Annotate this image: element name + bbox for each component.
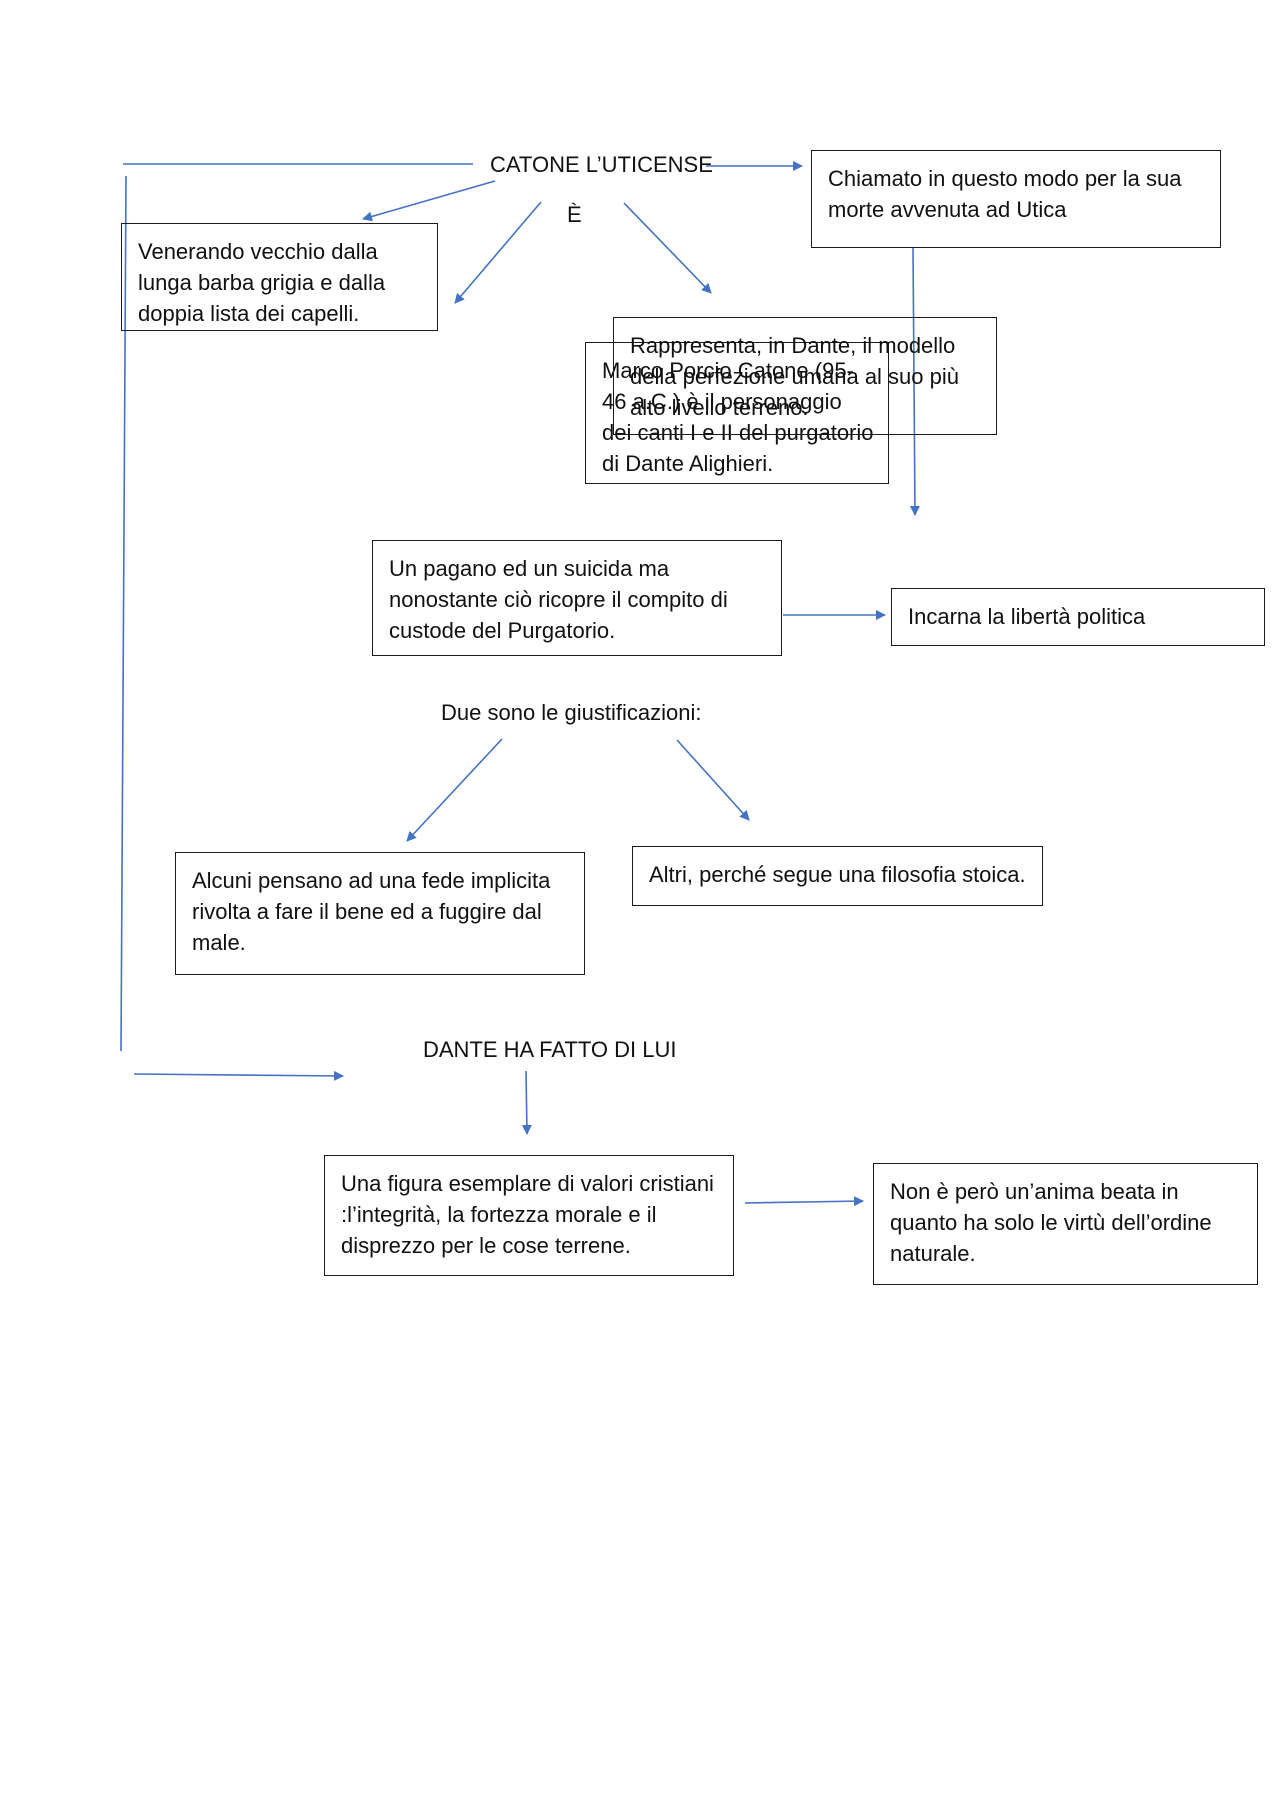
arrow-giustificazioni-to-altri [676,739,750,821]
arrow-dante-to-figura [521,1070,532,1135]
arrow-e-to-venerando [454,201,542,304]
non-beata-box: Non è però un’anima beata in quanto ha s… [873,1163,1258,1285]
pagano-box: Un pagano ed un suicida ma nonostante ci… [372,540,782,656]
connector-word-e: È [567,202,582,227]
figura-box: Una figura esemplare di valori cristiani… [324,1155,734,1276]
main-title: CATONE L’UTICENSE [490,152,713,177]
chiamato-box: Chiamato in questo modo per la sua morte… [811,150,1221,248]
alcuni-text: Alcuni pensano ad una fede implicita riv… [192,868,551,955]
non-beata-text: Non è però un’anima beata in quanto ha s… [890,1179,1212,1266]
giustificazioni-label: Due sono le giustificazioni: [441,700,702,725]
marco-box: Marco Porcio Catone (95-46 a.C.) è il pe… [585,342,889,484]
venerando-text: Venerando vecchio dalla lunga barba grig… [138,239,386,326]
arrow-left-bracket-to-dante [133,1070,344,1081]
arrow-figura-to-non-beata [744,1196,864,1207]
altri-text: Altri, perché segue una filosofia stoica… [649,862,1026,887]
pagano-text: Un pagano ed un suicida ma nonostante ci… [389,556,728,643]
chiamato-text: Chiamato in questo modo per la sua morte… [828,166,1182,222]
rappresenta-text: Rappresenta, in Dante, il modello della … [630,333,960,420]
liberta-box: Incarna la libertà politica [891,588,1265,646]
arrow-giustificazioni-to-alcuni [406,738,503,842]
figura-text: Una figura esemplare di valori cristiani… [341,1171,714,1258]
arrow-title-to-venerando [362,180,496,222]
dante-ha-fatto-label: DANTE HA FATTO DI LUI [423,1037,677,1062]
venerando-box: Venerando vecchio dalla lunga barba grig… [121,223,438,331]
rappresenta-box: Rappresenta, in Dante, il modello della … [613,317,997,435]
marco-text: Marco Porcio Catone (95-46 a.C.) è il pe… [602,358,874,476]
arrow-e-to-rappresenta [623,202,712,294]
liberta-text: Incarna la libertà politica [908,604,1146,629]
alcuni-box: Alcuni pensano ad una fede implicita riv… [175,852,585,975]
altri-box: Altri, perché segue una filosofia stoica… [632,846,1043,906]
